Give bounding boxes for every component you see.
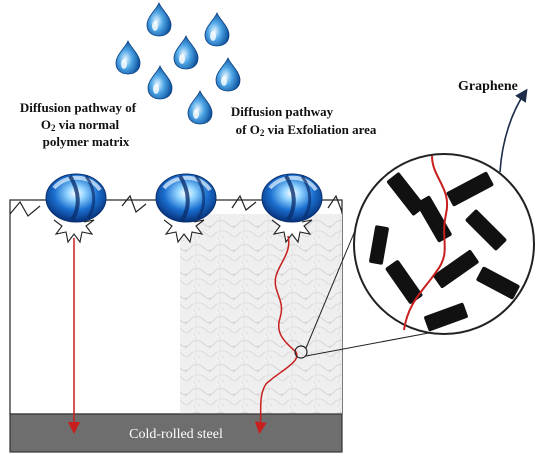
graphene-flake-icon	[433, 250, 479, 288]
exfoliation-area	[180, 214, 342, 414]
water-droplet-icon	[146, 2, 172, 37]
exfoliation-pathway-label: Diffusion pathway of O2 via Exfoliation …	[231, 104, 377, 138]
graphene-label: Graphene	[458, 79, 518, 94]
graphene-flake-icon	[465, 209, 507, 251]
water-droplet-icon	[215, 57, 241, 92]
zoom-line	[305, 331, 435, 357]
water-droplet-icon	[204, 12, 230, 47]
graphene-flake-icon	[424, 302, 468, 332]
oxygen-sphere-icon	[154, 172, 218, 224]
water-droplet-icon	[115, 40, 141, 75]
graphene-flake-icon	[386, 172, 426, 216]
svg-text:of O2 via Exfoliation area: of O2 via Exfoliation area	[236, 122, 377, 138]
tortuous-pathway-arrow	[254, 235, 298, 434]
normal-pathway-label: Diffusion pathway of O2 via normal polym…	[20, 100, 137, 149]
graphene-arrow	[499, 88, 528, 173]
svg-text:O2 via normal: O2 via normal	[41, 117, 120, 133]
svg-text:polymer matrix: polymer matrix	[43, 134, 130, 149]
water-droplet-icon	[173, 35, 199, 70]
steel-substrate: Cold-rolled steel	[9, 413, 343, 453]
water-droplet-icon	[187, 90, 213, 125]
zoom-marker	[294, 345, 308, 359]
svg-text:Diffusion pathway of: Diffusion pathway of	[20, 100, 137, 115]
graphene-flake-icon	[416, 195, 452, 243]
oxygen-sphere-icon	[44, 172, 108, 224]
graphene-flake-icon	[385, 260, 423, 304]
graphene-magnified-view	[353, 153, 535, 335]
water-droplet-icon	[147, 65, 173, 100]
steel-label: Cold-rolled steel	[129, 427, 223, 442]
zoomed-pathway	[403, 155, 449, 331]
graphene-flake-icon	[476, 266, 520, 300]
graphene-flake-icon	[369, 225, 389, 265]
svg-text:Diffusion pathway: Diffusion pathway	[231, 104, 334, 119]
oxygen-sphere-icon	[260, 172, 324, 224]
graphene-flake-icon	[446, 171, 494, 207]
surface-crack	[9, 194, 343, 217]
